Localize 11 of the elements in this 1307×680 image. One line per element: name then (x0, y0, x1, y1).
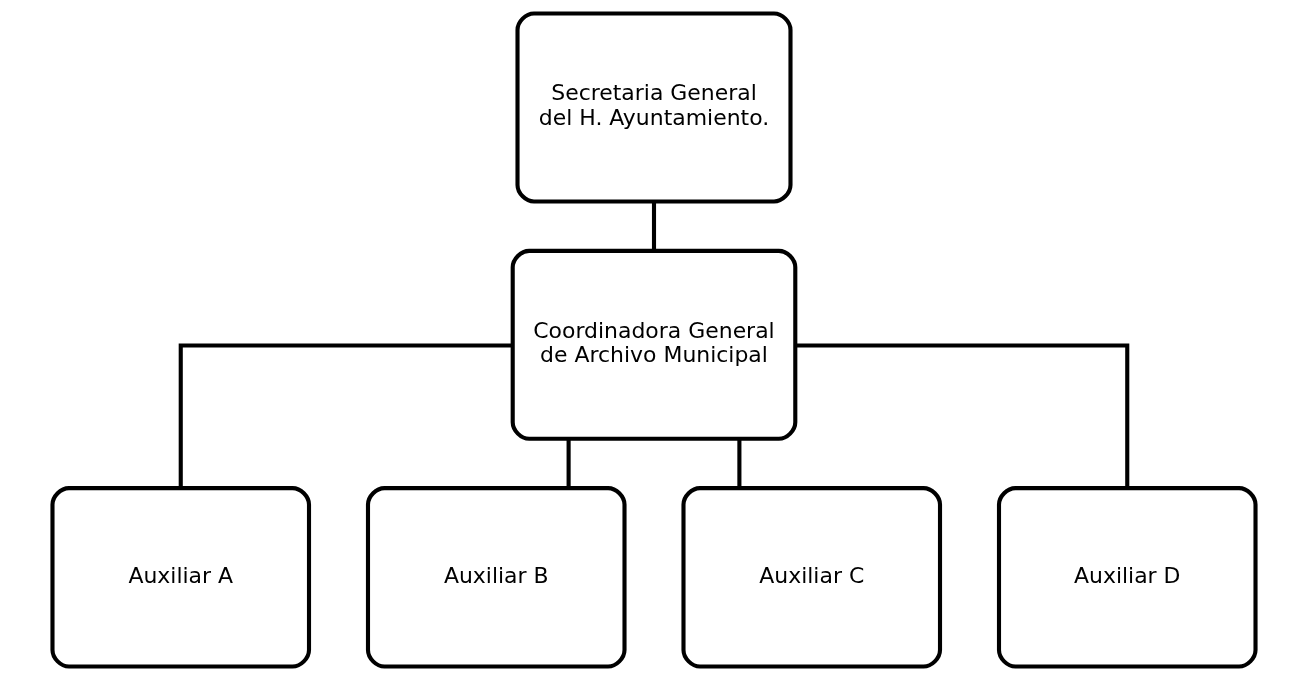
connector (566, 439, 571, 489)
node-box: Auxiliar D (996, 486, 1258, 669)
node-box: Coordinadora General de Archivo Municipal (510, 248, 797, 441)
connector (178, 343, 513, 488)
node-box: Auxiliar B (365, 486, 627, 669)
node-box: Auxiliar C (680, 486, 942, 669)
node-box: Auxiliar A (49, 486, 311, 669)
connector (651, 201, 656, 251)
connector (736, 439, 741, 489)
node-box: Secretaria General del H. Ayuntamiento. (514, 11, 793, 204)
connector (794, 343, 1129, 488)
